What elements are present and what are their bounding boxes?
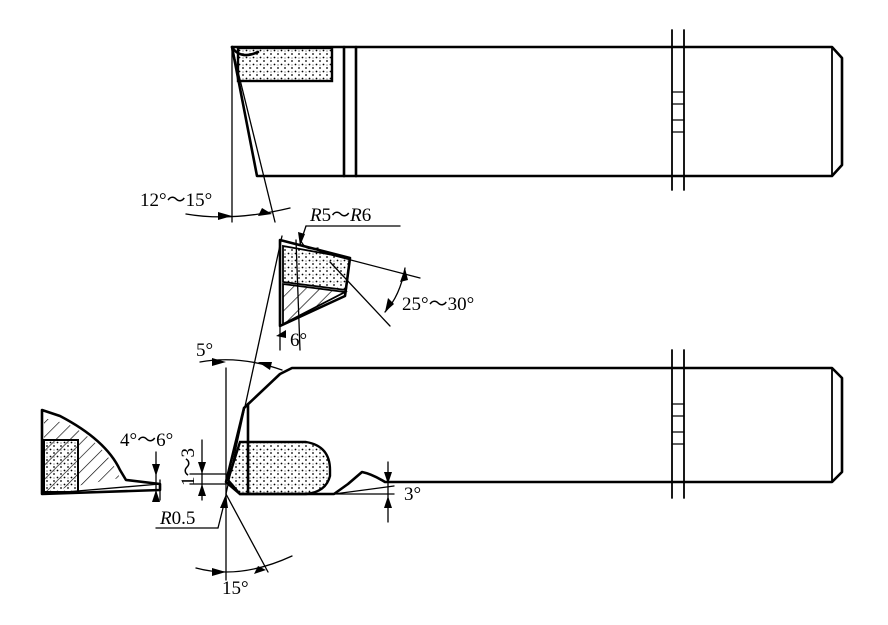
left-section-insert <box>43 439 79 493</box>
top-carbide-insert <box>236 46 334 83</box>
top-angle-arc <box>185 207 291 218</box>
angle-15-line <box>225 493 269 573</box>
section-hatch <box>282 282 348 326</box>
radius-range-label: R5～R6 <box>309 205 371 226</box>
angle-4-6-label: 4°～6° <box>120 430 173 451</box>
bottom-tool-view: 5° 1～3 R0.5 3° 15° <box>155 235 844 599</box>
land-range-label: 1～3 <box>178 448 199 486</box>
small-radius-label: R0.5 <box>159 508 195 529</box>
rake-angle-label: 25°～30° <box>402 294 474 315</box>
angle-3-line <box>333 485 395 495</box>
section-insert <box>282 244 351 292</box>
section-outline <box>278 238 352 328</box>
bottom-carbide-insert <box>226 440 332 496</box>
top-angle-label: 12°～15° <box>140 190 212 211</box>
top-clearance-line <box>231 46 276 223</box>
angle-5-label: 5° <box>196 340 213 361</box>
angle-5-line <box>225 235 283 495</box>
angle-3-label: 3° <box>404 484 421 505</box>
section-detail: R5～R6 25°～30° 6° <box>276 205 474 351</box>
top-tool-view: 12°～15° <box>140 29 844 223</box>
angle-15-label: 15° <box>222 578 249 599</box>
left-section-detail: 4°～6° <box>40 408 173 502</box>
rake-line <box>329 261 391 327</box>
angle-6-label: 6° <box>290 330 307 351</box>
